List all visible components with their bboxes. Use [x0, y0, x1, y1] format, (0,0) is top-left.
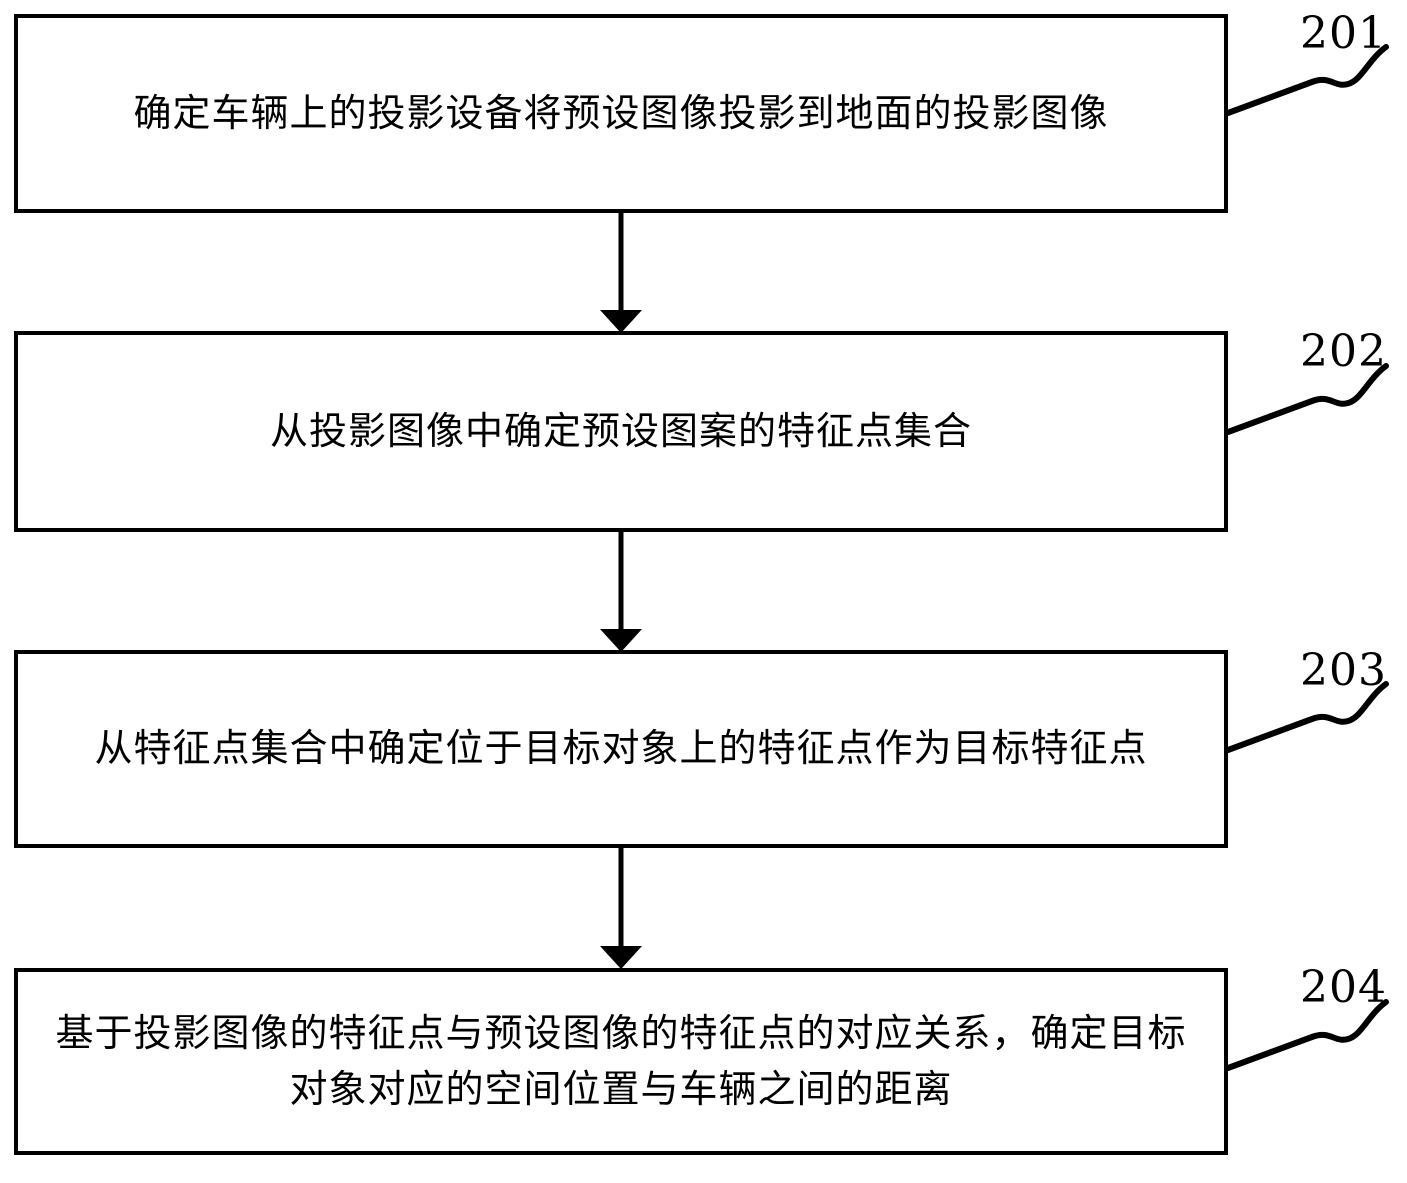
- step-number-204: 204: [1300, 962, 1387, 1013]
- flow-step-text-202: 从投影图像中确定预设图案的特征点集合: [269, 408, 972, 453]
- connector-arrow-202-203: [600, 532, 642, 652]
- step-number-202: 202: [1300, 326, 1387, 377]
- flow-step-text-204: 基于投影图像的特征点与预设图像的特征点的对应关系，确定目标对象对应的空间位置与车…: [55, 1011, 1187, 1111]
- flow-step-box-203: 从特征点集合中确定位于目标对象上的特征点作为目标特征点: [14, 650, 1228, 848]
- flow-step-box-204: 基于投影图像的特征点与预设图像的特征点的对应关系，确定目标对象对应的空间位置与车…: [14, 968, 1228, 1155]
- flow-step-text-203: 从特征点集合中确定位于目标对象上的特征点作为目标特征点: [94, 726, 1148, 771]
- step-number-201: 201: [1300, 8, 1387, 59]
- flow-step-box-202: 从投影图像中确定预设图案的特征点集合: [14, 331, 1228, 532]
- connector-arrow-203-204: [600, 848, 642, 969]
- flow-step-box-201: 确定车辆上的投影设备将预设图像投影到地面的投影图像: [14, 14, 1228, 213]
- flow-step-text-201: 确定车辆上的投影设备将预设图像投影到地面的投影图像: [133, 90, 1109, 135]
- connector-arrow-201-202: [600, 213, 642, 333]
- step-number-203: 203: [1300, 645, 1387, 696]
